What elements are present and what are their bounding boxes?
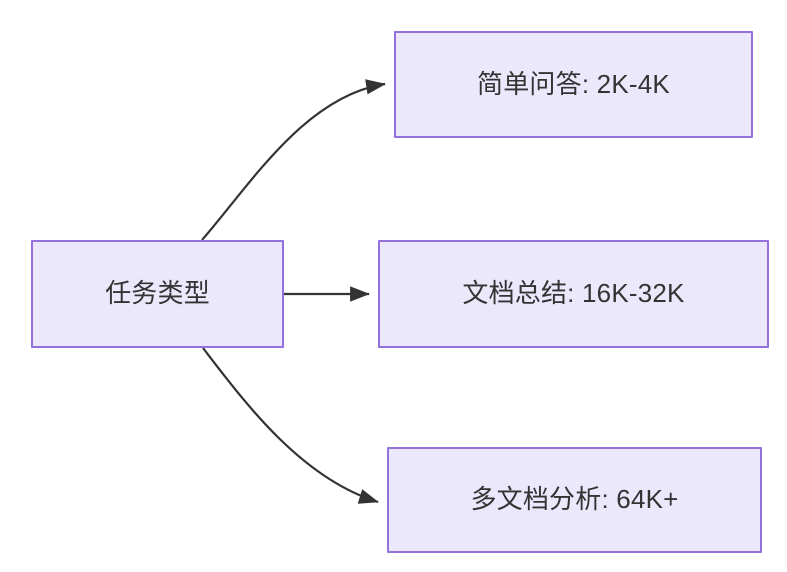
node-doc-summary[interactable]: 文档总结: 16K-32K xyxy=(378,240,769,348)
node-doc-summary-label: 文档总结: 16K-32K xyxy=(462,278,685,309)
node-task-type[interactable]: 任务类型 xyxy=(31,240,284,348)
node-simple-qa-label: 简单问答: 2K-4K xyxy=(477,68,670,99)
edge-root-to-multi-doc xyxy=(202,347,379,504)
edge-root-to-simple-qa xyxy=(201,79,386,241)
node-task-type-label: 任务类型 xyxy=(105,278,210,309)
node-multi-doc-analysis-label: 多文档分析: 64K+ xyxy=(470,484,679,515)
node-simple-qa[interactable]: 简单问答: 2K-4K xyxy=(394,31,753,138)
node-multi-doc-analysis[interactable]: 多文档分析: 64K+ xyxy=(387,447,762,553)
